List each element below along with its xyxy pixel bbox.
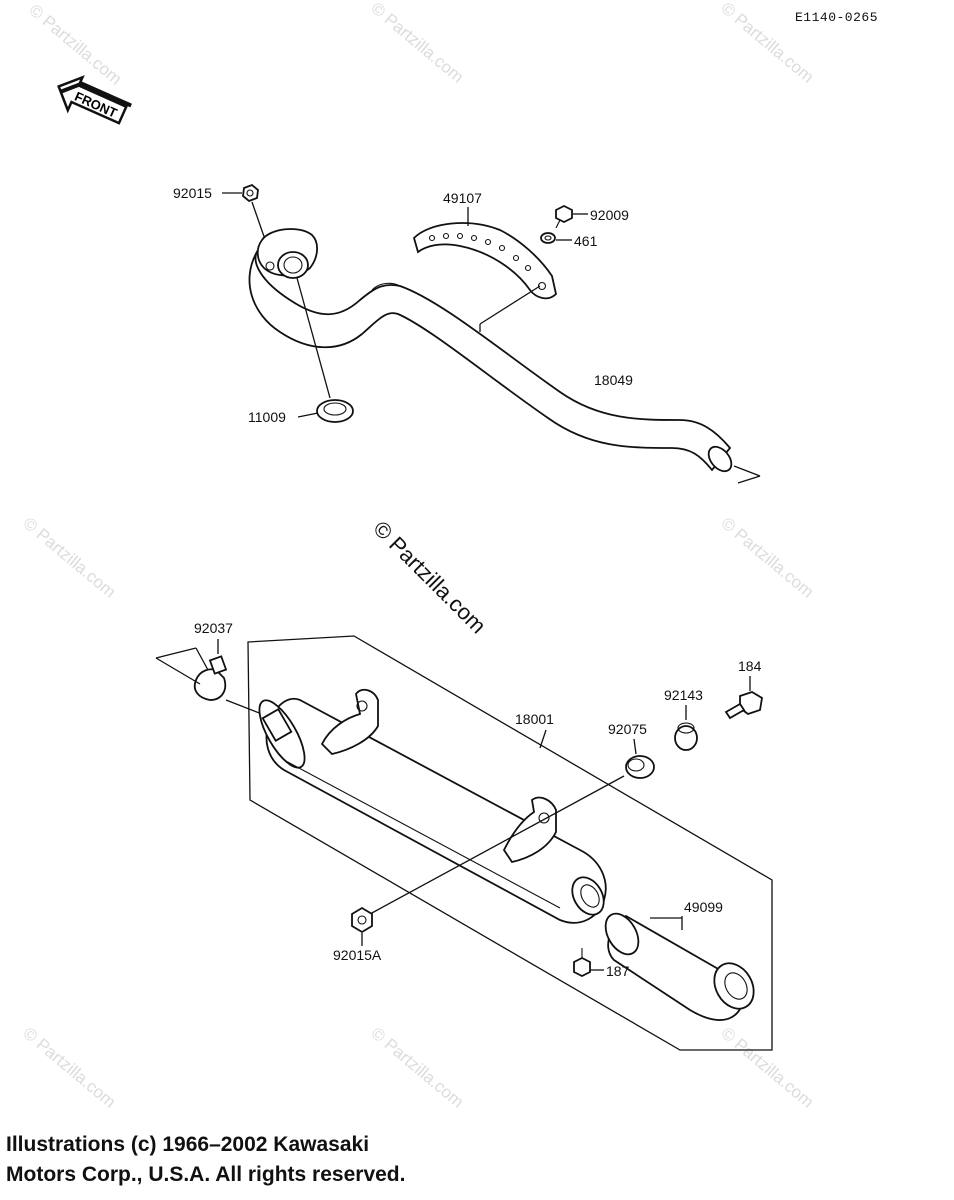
heat-guard-49107-icon bbox=[412, 222, 557, 300]
part-label-11009: 11009 bbox=[248, 409, 286, 425]
part-label-184: 184 bbox=[738, 658, 762, 674]
part-label-18001: 18001 bbox=[515, 711, 554, 727]
watermark: © Partzilla.com bbox=[367, 0, 467, 87]
watermark: © Partzilla.com bbox=[367, 1024, 467, 1112]
part-label-92015: 92015 bbox=[173, 185, 212, 201]
collar-92143-icon bbox=[674, 722, 698, 751]
part-label-92009: 92009 bbox=[590, 207, 629, 223]
nut-92015-icon bbox=[242, 183, 259, 203]
front-arrow-icon: FRONT bbox=[57, 75, 132, 125]
grommet-92075-icon bbox=[625, 755, 655, 779]
tailpipe-49099-icon bbox=[604, 912, 755, 1021]
head-pipe-18049 bbox=[248, 228, 733, 473]
part-label-92015A: 92015A bbox=[333, 947, 382, 963]
part-label-187: 187 bbox=[606, 963, 630, 979]
part-label-18049: 18049 bbox=[594, 372, 633, 388]
nut-92015A-icon bbox=[351, 906, 373, 934]
center-watermark: © Partzilla.com bbox=[368, 516, 491, 639]
bolt-187-icon bbox=[573, 948, 591, 978]
watermark: © Partzilla.com bbox=[25, 1, 125, 89]
clamp-92037-icon bbox=[193, 655, 228, 701]
part-label-49099: 49099 bbox=[684, 899, 723, 915]
copyright-line-1: Illustrations (c) 1966–2002 Kawasaki bbox=[6, 1133, 370, 1156]
part-label-92037: 92037 bbox=[194, 620, 233, 636]
part-label-92143: 92143 bbox=[664, 687, 703, 703]
washer-461-icon bbox=[540, 232, 556, 244]
copyright-line-2: Motors Corp., U.S.A. All rights reserved… bbox=[6, 1163, 406, 1186]
watermark: © Partzilla.com bbox=[717, 514, 817, 602]
part-label-49107: 49107 bbox=[443, 190, 482, 206]
bolt-184-icon bbox=[724, 691, 763, 720]
assembly-outline bbox=[247, 635, 773, 1051]
bolt-92009-icon bbox=[555, 204, 573, 229]
watermark: © Partzilla.com bbox=[717, 0, 817, 87]
diagram-id: E1140-0265 bbox=[795, 10, 879, 25]
watermark: © Partzilla.com bbox=[19, 1024, 119, 1112]
part-label-461: 461 bbox=[574, 233, 598, 249]
part-label-92075: 92075 bbox=[608, 721, 647, 737]
muffler-18001-icon bbox=[258, 688, 607, 924]
copyright-notice: Illustrations (c) 1966–2002 Kawasaki Mot… bbox=[6, 1130, 405, 1190]
gasket-11009-icon bbox=[316, 399, 354, 423]
watermark: © Partzilla.com bbox=[19, 514, 119, 602]
watermark: © Partzilla.com bbox=[717, 1024, 817, 1112]
